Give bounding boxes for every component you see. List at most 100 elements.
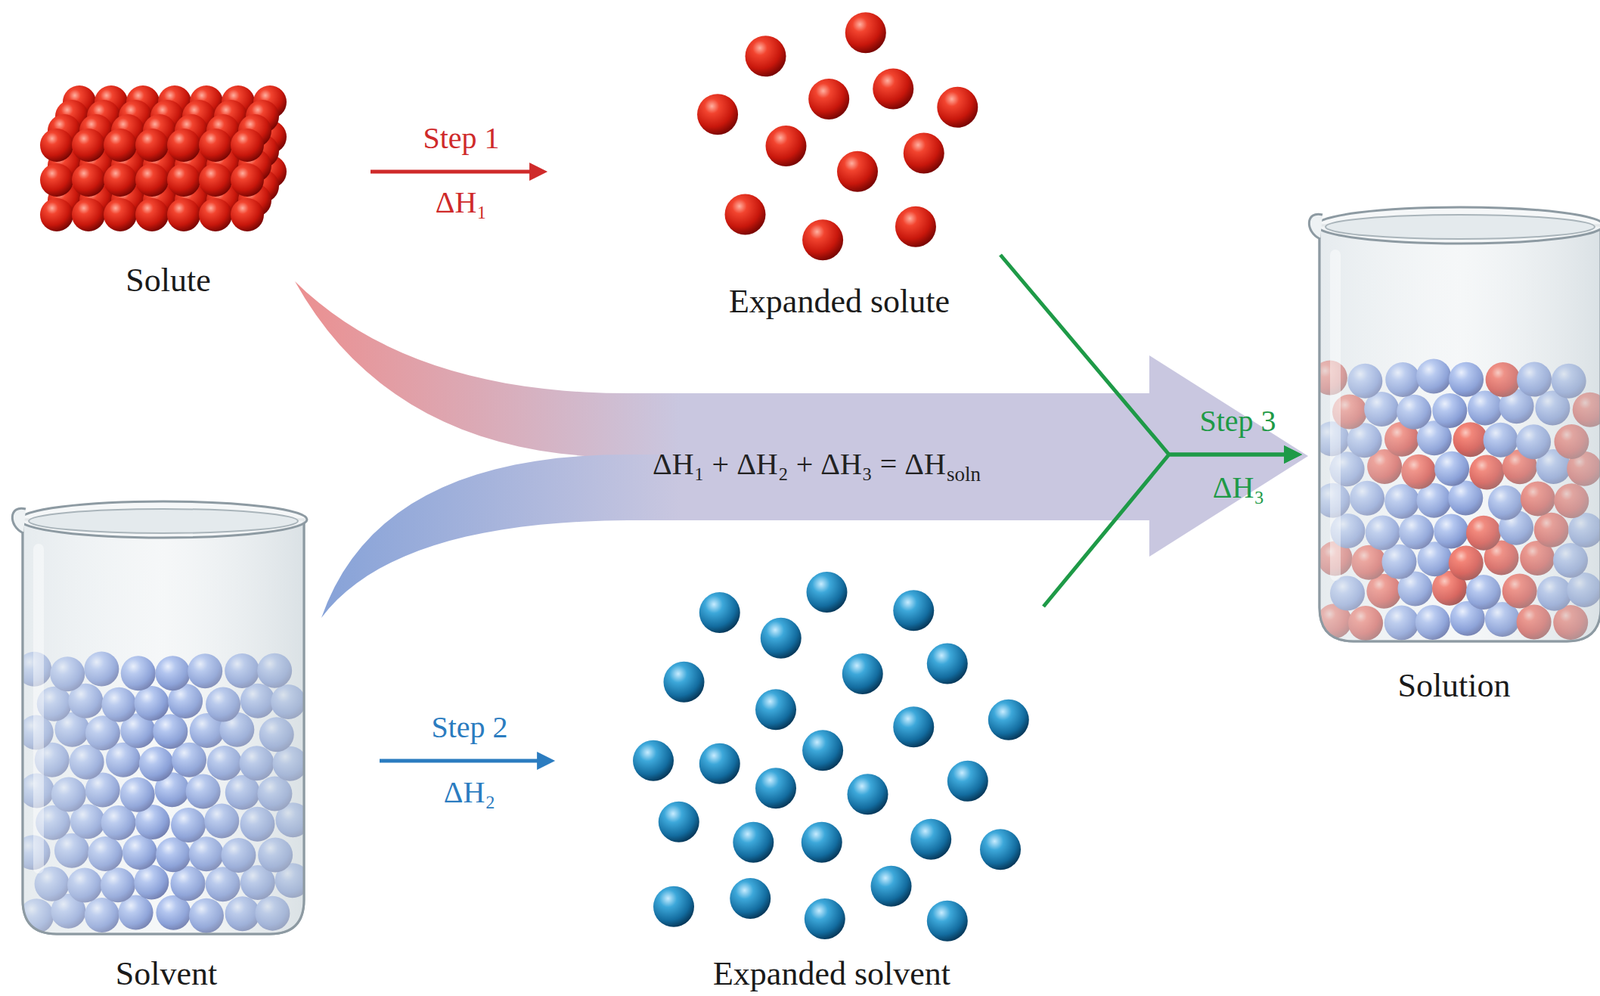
molecule [927, 643, 968, 685]
enthalpy-label: ΔH₁ [435, 187, 488, 218]
molecule [653, 886, 695, 928]
molecule [936, 86, 978, 128]
molecule [903, 133, 945, 174]
molecule [755, 688, 797, 730]
molecule [725, 194, 766, 236]
molecule [872, 68, 914, 109]
beaker-spout [12, 508, 26, 534]
beaker-body [22, 519, 304, 934]
illustration-group: Solute [41, 79, 295, 299]
solute-crystal [40, 85, 287, 232]
illustration-group: Solution [1308, 200, 1600, 704]
molecule [167, 163, 201, 197]
molecule [699, 743, 741, 785]
molecule [979, 828, 1021, 870]
molecule [135, 198, 169, 232]
molecule [135, 163, 169, 197]
molecule [71, 163, 106, 197]
molecule [895, 206, 937, 248]
node-label: Expanded solvent [713, 955, 951, 993]
molecule [871, 865, 912, 907]
solvent-beaker [12, 501, 311, 934]
molecule [802, 219, 844, 261]
molecule [760, 617, 802, 659]
molecule [230, 198, 264, 232]
solution-beaker [1308, 207, 1600, 642]
molecule [988, 699, 1030, 741]
molecule [658, 801, 700, 843]
step-label: Step 3 [1199, 406, 1276, 437]
equation: ΔH₁ + ΔH₂ + ΔH₃ = ΔH [652, 449, 946, 480]
subscript: soln [946, 464, 981, 485]
molecule [893, 706, 934, 748]
molecule [802, 729, 844, 771]
beaker-rim-inner [28, 508, 298, 534]
glass-highlight [1330, 249, 1341, 581]
enthalpy-label: ΔH₂ [443, 777, 497, 808]
molecule [837, 151, 878, 193]
step-arrow [370, 170, 537, 174]
illustration-group: Expanded solvent [620, 567, 1044, 993]
step-arrow [379, 759, 545, 763]
molecule [893, 589, 934, 631]
molecule [663, 661, 705, 703]
molecule [167, 198, 201, 232]
molecule [765, 125, 807, 167]
molecule [699, 592, 741, 633]
molecule [198, 163, 233, 197]
molecule [230, 163, 264, 197]
step-label: Step 1 [422, 123, 500, 154]
molecule [71, 198, 106, 232]
illustration-group: Solvent [11, 491, 322, 993]
molecule [40, 163, 74, 197]
molecule [927, 900, 968, 942]
enthalpy-label: ΔH₃ [1212, 472, 1266, 503]
expanded-solvent-particles [632, 571, 1030, 942]
molecule [745, 35, 787, 77]
molecule [198, 128, 233, 162]
beaker-spout [1308, 213, 1323, 239]
molecule [947, 760, 989, 802]
process-band-arrow [294, 281, 1309, 458]
molecule [71, 128, 106, 162]
molecule [167, 128, 201, 162]
beaker-rim [19, 501, 307, 538]
molecule [135, 128, 169, 162]
node-label: Expanded solute [728, 283, 950, 320]
molecule [910, 818, 952, 860]
step-arrow [1000, 254, 1292, 455]
molecule [808, 78, 850, 120]
molecule [40, 128, 74, 162]
illustration-group: Expanded solute [680, 11, 999, 320]
molecule [732, 821, 774, 863]
step-arrow [1043, 454, 1292, 607]
molecule [103, 163, 137, 197]
molecule [842, 653, 884, 695]
molecule [755, 767, 797, 809]
molecule [729, 877, 771, 919]
node-label: Solvent [115, 955, 218, 993]
molecule [845, 12, 887, 53]
molecule [847, 773, 889, 815]
beaker-rim [1316, 207, 1600, 244]
node-label: Solution [1397, 667, 1511, 704]
molecule [40, 198, 74, 232]
beaker-body [1319, 225, 1600, 642]
beaker-rim-inner [1325, 214, 1595, 239]
step-label: Step 2 [431, 712, 508, 743]
node-label: Solute [125, 262, 211, 299]
beaker-glass [22, 519, 304, 934]
molecule [103, 198, 137, 232]
molecule [801, 821, 843, 863]
molecule [632, 740, 674, 782]
molecule [103, 128, 137, 162]
expanded-solute-particles [697, 12, 978, 261]
molecule [198, 198, 233, 232]
glass-highlight [33, 543, 44, 874]
beaker-glass [1319, 225, 1600, 642]
molecule [806, 571, 848, 613]
molecule [697, 93, 738, 135]
molecule [230, 128, 264, 162]
